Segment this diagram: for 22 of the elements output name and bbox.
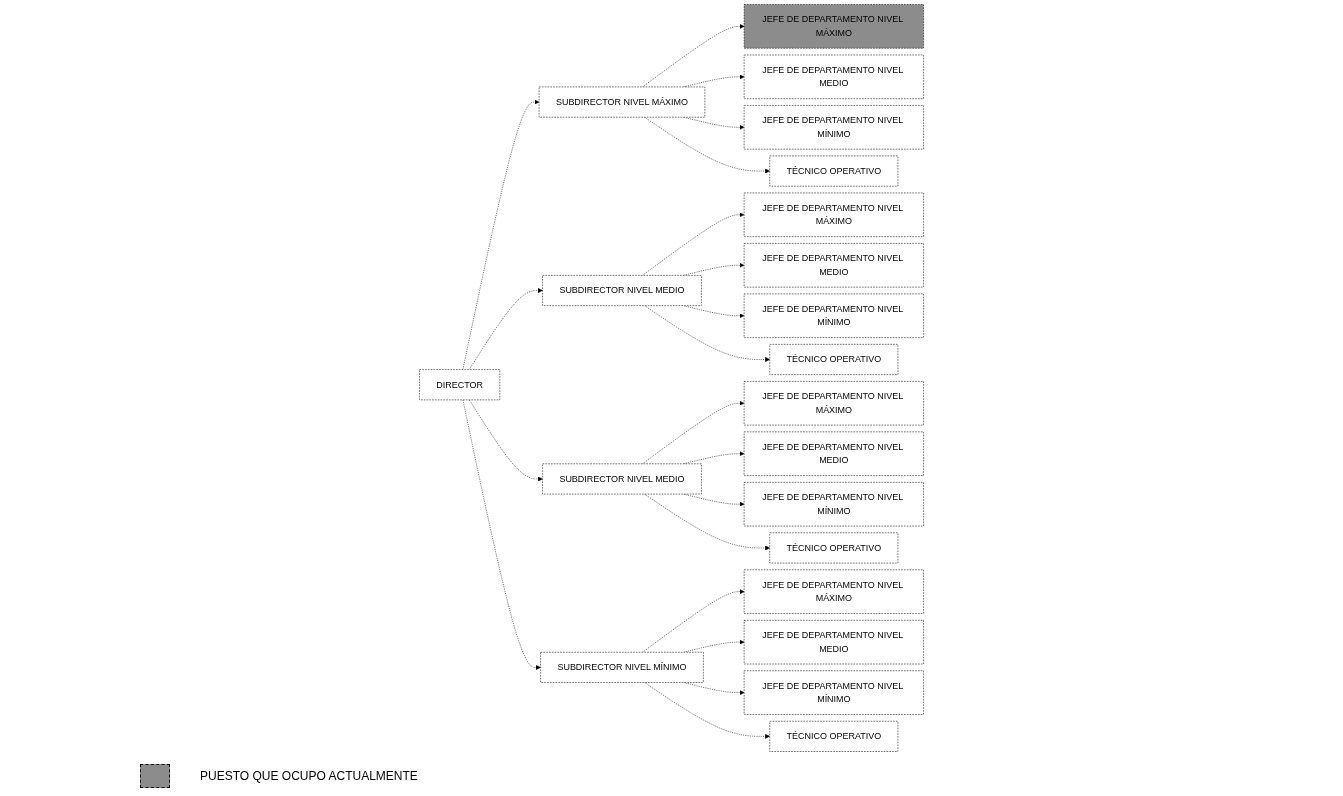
node-box: JEFE DE DEPARTAMENTO NIVEL MÁXIMO: [743, 569, 924, 614]
node-box: JEFE DE DEPARTAMENTO NIVEL MEDIO: [743, 431, 924, 476]
node-box: TÉCNICO OPERATIVO: [769, 344, 899, 375]
node-box: JEFE DE DEPARTAMENTO NIVEL MÁXIMO: [743, 381, 924, 426]
node-box: SUBDIRECTOR NIVEL MÍNIMO: [540, 651, 704, 683]
node-box: TÉCNICO OPERATIVO: [769, 155, 899, 187]
node-box: JEFE DE DEPARTAMENTO NIVEL MÍNIMO: [743, 670, 924, 715]
node-box: SUBDIRECTOR NIVEL MEDIO: [542, 463, 702, 495]
node-box: SUBDIRECTOR NIVEL MÁXIMO: [538, 86, 706, 118]
node-box: JEFE DE DEPARTAMENTO NIVEL MÍNIMO: [743, 105, 924, 150]
node-box: JEFE DE DEPARTAMENTO NIVEL MÁXIMO: [743, 192, 924, 237]
node-box: JEFE DE DEPARTAMENTO NIVEL MÍNIMO: [743, 482, 924, 527]
legend-text: PUESTO QUE OCUPO ACTUALMENTE: [200, 769, 418, 783]
node-box: JEFE DE DEPARTAMENTO NIVEL MÁXIMO: [743, 4, 924, 49]
node-box: TÉCNICO OPERATIVO: [769, 720, 899, 752]
node-box: DIRECTOR: [419, 369, 501, 401]
node-box: JEFE DE DEPARTAMENTO NIVEL MEDIO: [743, 54, 924, 99]
node-box: SUBDIRECTOR NIVEL MEDIO: [542, 275, 702, 306]
node-box: TÉCNICO OPERATIVO: [769, 532, 899, 564]
node-box: JEFE DE DEPARTAMENTO NIVEL MEDIO: [743, 243, 924, 288]
node-box: JEFE DE DEPARTAMENTO NIVEL MÍNIMO: [743, 293, 924, 338]
node-box: JEFE DE DEPARTAMENTO NIVEL MEDIO: [743, 620, 924, 665]
